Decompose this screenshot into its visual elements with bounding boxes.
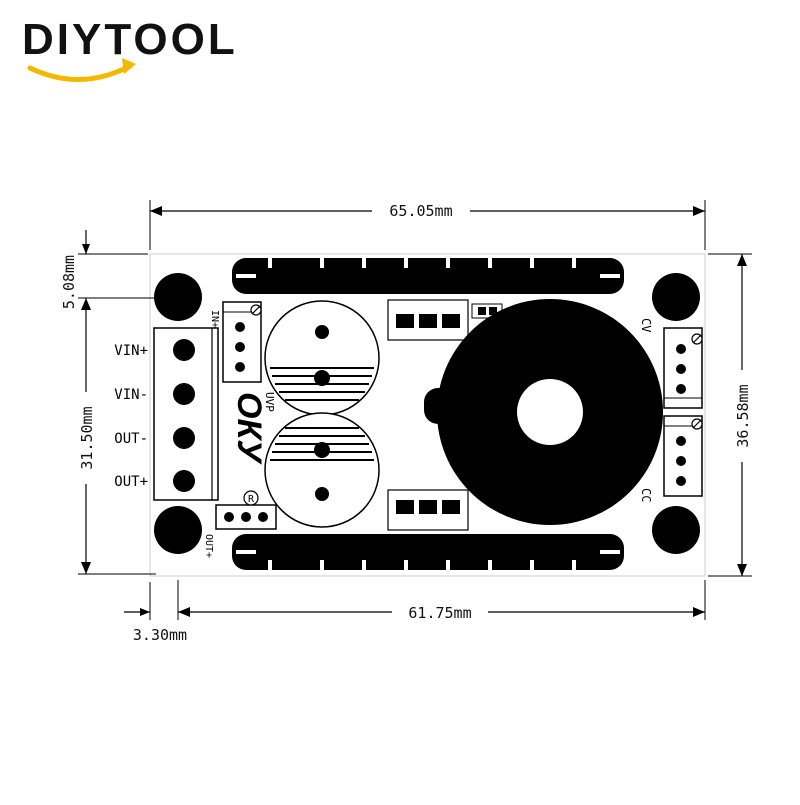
silk-label-uvp: UVP — [263, 392, 276, 412]
brand-arrow-icon — [122, 58, 136, 74]
silk-label-cv: CV — [639, 318, 653, 332]
registered-mark — [243, 490, 259, 506]
dim-height-right-label: 36.58mm — [734, 384, 752, 447]
terminal-label-out-minus: OUT- — [114, 431, 148, 447]
silk-label-cc: CC — [639, 488, 653, 502]
heatsink-top — [232, 258, 624, 294]
capacitor-top — [264, 300, 380, 416]
dim-height-right: 36.58mm — [708, 253, 752, 577]
pot-cv — [663, 327, 703, 409]
heatsink-bottom — [232, 534, 624, 570]
terminal-label-vin-minus: VIN- — [114, 387, 148, 403]
mount-hole-top-left — [154, 273, 202, 321]
dim-left-offset: 3.30mm — [124, 582, 187, 644]
silk-label-in-plus: IN+ — [209, 310, 220, 328]
terminal-label-out-plus: OUT+ — [114, 474, 148, 490]
dim-width-bottom-label: 61.75mm — [408, 604, 471, 622]
silk-label-out-plus: OUT+ — [203, 534, 214, 558]
terminal-block-main — [153, 327, 219, 501]
capacitor-bottom — [264, 412, 380, 528]
terminal-labels: VIN+ VIN- OUT- OUT+ — [114, 343, 148, 490]
dim-hole-spacing-label: 31.50mm — [78, 406, 96, 469]
brand-smile-icon — [27, 63, 133, 82]
toroid-inductor — [424, 299, 663, 525]
mount-hole-bottom-left — [154, 506, 202, 554]
dim-left-offset-label: 3.30mm — [133, 626, 187, 644]
brand-name: DIYTOOL — [22, 15, 238, 64]
terminal-label-vin-plus: VIN+ — [114, 343, 148, 359]
dim-top-offset: 5.08mm — [60, 230, 148, 309]
mount-hole-top-right — [652, 273, 700, 321]
pot-cc — [663, 415, 703, 497]
dim-width-bottom: 61.75mm — [177, 580, 706, 622]
brand-logo: DIYTOOL — [22, 15, 238, 82]
mount-hole-bottom-right — [652, 506, 700, 554]
pot-uvp — [222, 301, 262, 383]
transistor-top — [387, 299, 469, 341]
board-logo: ОКУ — [230, 392, 268, 465]
dim-width-top: 65.05mm — [149, 200, 706, 250]
transistor-bottom — [387, 489, 469, 531]
dim-hole-spacing: 31.50mm — [76, 297, 156, 575]
registered-mark-label: R — [248, 494, 255, 505]
pot-out-plus — [215, 504, 277, 530]
dim-top-offset-label: 5.08mm — [60, 255, 78, 309]
dim-width-top-label: 65.05mm — [389, 202, 452, 220]
